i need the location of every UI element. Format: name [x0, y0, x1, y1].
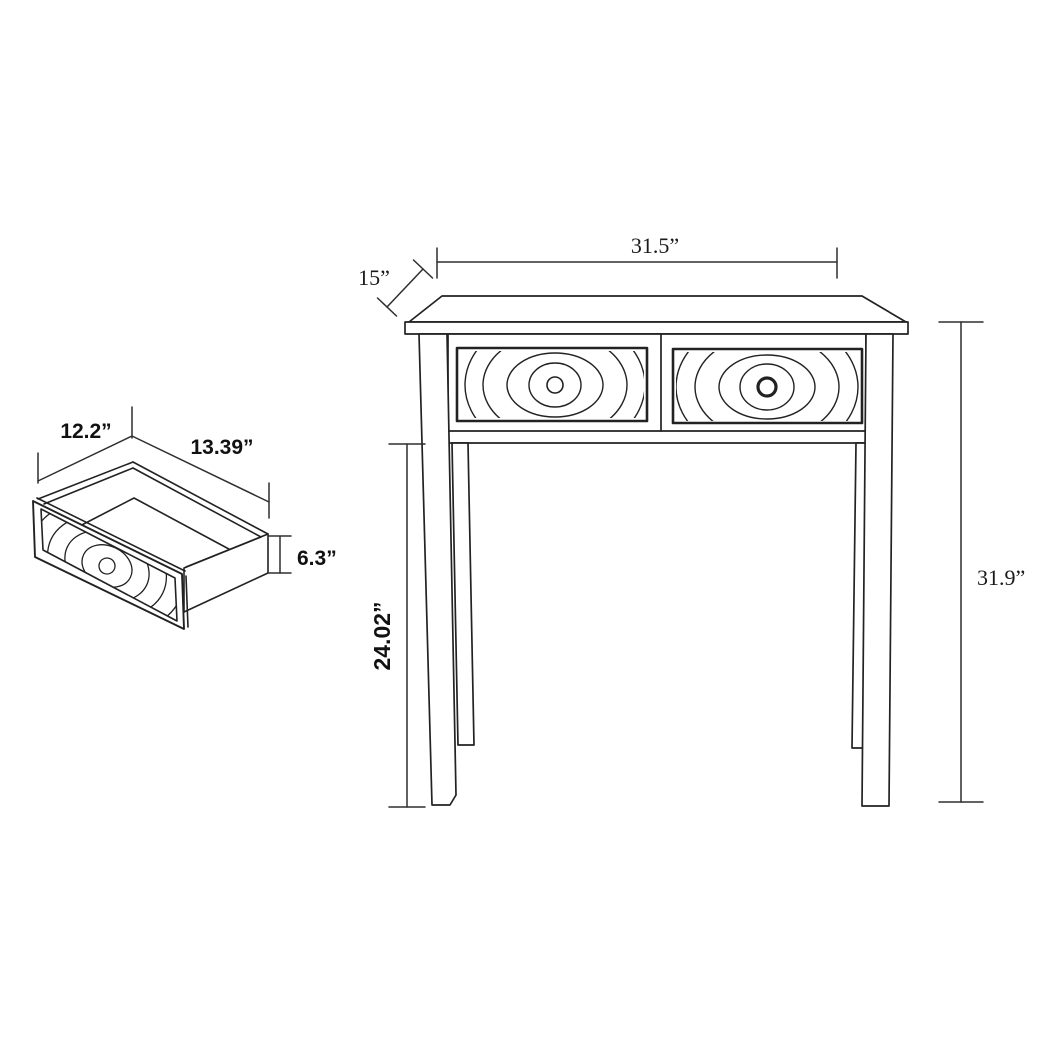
drawer-right-wall-inner-edge	[185, 536, 262, 568]
dim-label-drawer-depth: 13.39”	[190, 436, 253, 459]
drawer-back-left-wall-outer	[37, 461, 134, 500]
dim-label-leg-height: 24.02”	[369, 601, 395, 670]
dim-table-width: 31.5”	[436, 233, 838, 279]
dim-label-table-height: 31.9”	[977, 565, 1025, 590]
drawer-panel-outer	[32, 500, 185, 630]
table-top-surface	[408, 295, 907, 323]
dim-table-height: 31.9”	[938, 321, 1025, 803]
ring-icon	[528, 362, 582, 408]
knob-icon	[756, 376, 778, 398]
drawer-back-left-wall-inner	[43, 467, 134, 505]
dim-drawer-width: 12.2”	[37, 406, 133, 484]
dim-drawer-height: 6.3”	[268, 535, 337, 574]
knob-icon	[98, 557, 116, 575]
dim-label-drawer-height: 6.3”	[297, 547, 337, 570]
back-left-leg	[451, 442, 475, 746]
dim-label-drawer-width: 12.2”	[60, 420, 111, 443]
drawer-back-right-wall-outer	[132, 461, 269, 535]
left-drawer-front	[455, 346, 649, 423]
dim-leg-height: 24.02”	[369, 443, 426, 808]
drawer-panel-inner	[40, 508, 178, 622]
knob-icon	[546, 376, 564, 394]
dim-label-table-width: 31.5”	[631, 233, 679, 258]
drawer-panel-lip-right	[185, 575, 189, 628]
ring-icon	[676, 352, 859, 421]
drawer-detail-view	[32, 461, 269, 630]
front-right-leg	[861, 333, 894, 807]
dimension-annotations: 31.5” 15” 31.9” 24.02” 12.2”	[37, 233, 1025, 808]
dim-tick	[376, 297, 398, 317]
drawer-back-right-wall-inner	[132, 467, 262, 538]
dim-drawer-depth: 13.39”	[131, 435, 270, 519]
table-top-edge-band	[404, 321, 909, 335]
table-front-view	[404, 295, 909, 807]
front-left-leg	[418, 333, 457, 806]
dim-label-table-depth: 15”	[358, 265, 390, 290]
ring-icon	[694, 352, 840, 421]
right-drawer-pattern	[676, 352, 859, 421]
ring-icon	[718, 354, 816, 420]
ring-icon	[482, 351, 628, 418]
ring-icon	[506, 352, 604, 418]
ring-icon	[464, 351, 644, 418]
dim-line	[386, 268, 424, 308]
left-drawer-pattern	[464, 351, 644, 418]
ring-icon	[739, 363, 795, 411]
dim-line	[131, 435, 270, 503]
dim-line	[37, 435, 133, 482]
drawer-panel-lip-top	[36, 497, 186, 572]
right-drawer-front	[671, 347, 864, 425]
dim-table-depth: 15”	[358, 259, 434, 317]
dim-tick	[412, 259, 434, 279]
